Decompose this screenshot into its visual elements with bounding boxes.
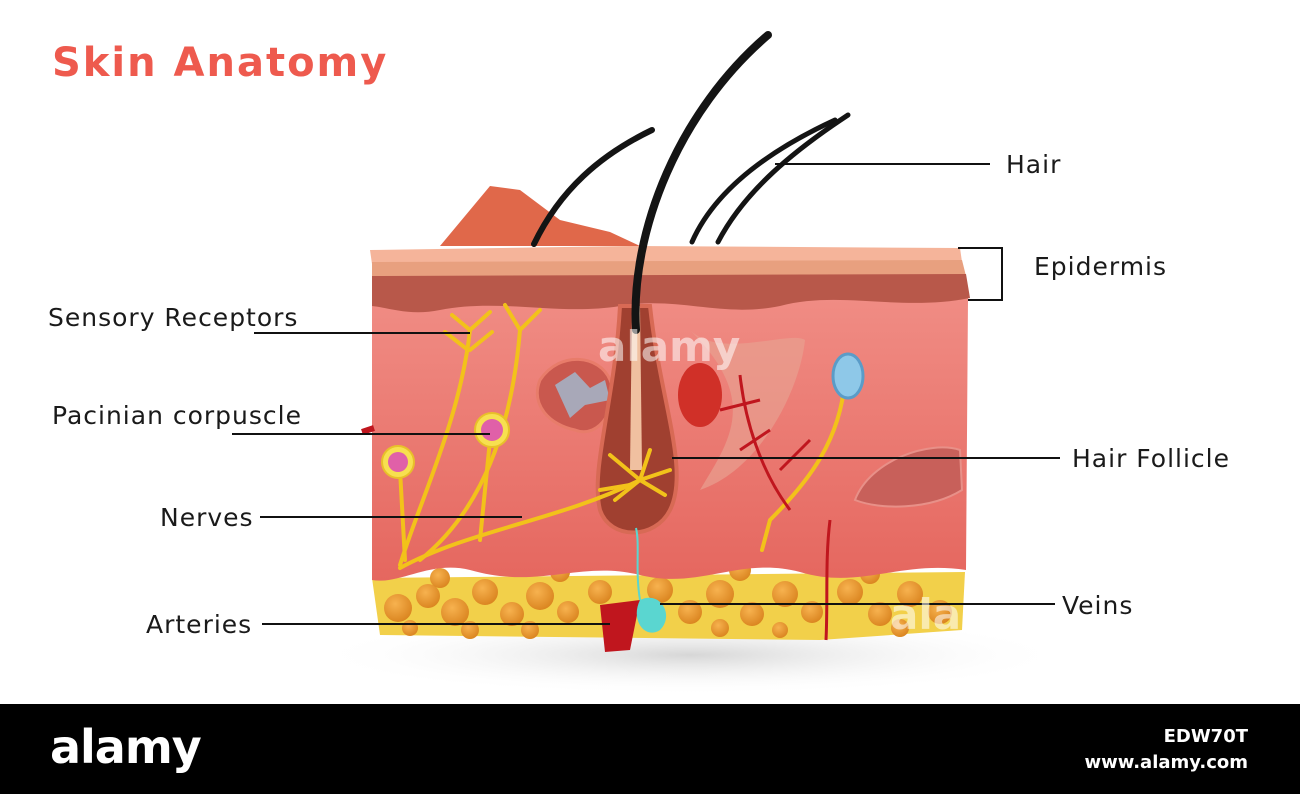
label-epidermis: Epidermis xyxy=(1034,252,1168,281)
label-hair: Hair xyxy=(1006,150,1062,179)
nerves xyxy=(398,303,847,570)
watermark-center: alamy xyxy=(598,322,741,371)
pacinian-corpuscles xyxy=(381,412,510,479)
footer-image-id: EDW70T xyxy=(1163,726,1248,747)
vessel-stub xyxy=(361,425,375,435)
erector-muscle xyxy=(853,446,964,508)
leader-epidermis xyxy=(958,247,1003,301)
vein-cross-section xyxy=(636,597,667,633)
blue-receptor xyxy=(831,352,865,400)
label-sensory-receptors: Sensory Receptors xyxy=(48,303,299,332)
label-nerves: Nerves xyxy=(160,503,254,532)
label-pacinian-corpuscle: Pacinian corpuscle xyxy=(52,401,302,430)
sweat-gland xyxy=(555,372,610,418)
hairs xyxy=(531,31,851,334)
label-arteries: Arteries xyxy=(146,610,253,639)
epidermis-basal xyxy=(372,274,970,313)
epidermis-mid xyxy=(372,260,966,278)
footer-brand-logo: alamy xyxy=(50,720,202,774)
hair-shaft-root xyxy=(630,306,642,470)
epidermis-top xyxy=(370,246,962,264)
footer-site: www.alamy.com xyxy=(1084,752,1248,773)
footer-bar: alamy EDW70T www.alamy.com xyxy=(0,704,1300,794)
arrector-pili-muscle xyxy=(690,330,805,490)
arteries xyxy=(719,374,832,641)
gland-red xyxy=(678,363,722,427)
artery-cross-section xyxy=(600,600,640,652)
label-veins: Veins xyxy=(1062,591,1134,620)
watermark-bottom-right: alamy xyxy=(890,590,1033,639)
label-hair-follicle: Hair Follicle xyxy=(1072,444,1230,473)
vein-thread xyxy=(635,527,641,601)
diagram-title: Skin Anatomy xyxy=(52,40,389,86)
skin-surface-ridge xyxy=(440,186,640,246)
leader-lines xyxy=(232,163,1060,625)
skin-cross-section xyxy=(232,31,1070,695)
fat-cells xyxy=(384,559,952,639)
